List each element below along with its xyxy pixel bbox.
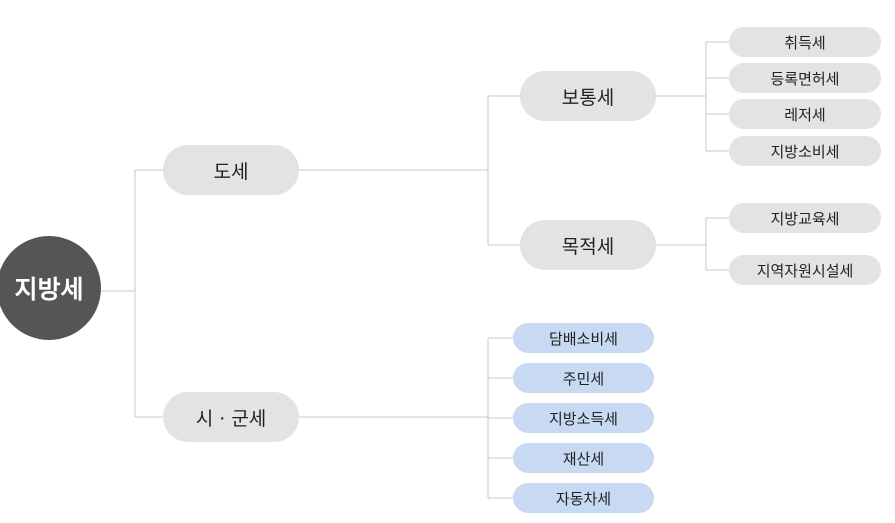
leaf-jiyeokjawonsiseolse: 지역자원시설세	[729, 255, 881, 285]
leaf-jibangsobise: 지방소비세	[729, 136, 881, 166]
blue-leaf-jaesanse: 재산세	[513, 443, 654, 473]
leaf-label: 취득세	[784, 33, 826, 52]
leaf-label: 지방교육세	[770, 209, 840, 228]
leaf-label: 레저세	[784, 105, 826, 124]
blue-leaf-dambaesobise: 담배소비세	[513, 323, 654, 353]
leaf-chwideukse: 취득세	[729, 27, 881, 57]
blue-leaf-label: 주민세	[562, 369, 605, 388]
leaf-label: 지역자원시설세	[756, 261, 854, 280]
node-dose-label: 도세	[213, 160, 249, 183]
leaf-label: 지방소비세	[770, 142, 840, 161]
leaf-rejeose: 레저세	[729, 99, 881, 129]
blue-leaf-jadongchase: 자동차세	[513, 483, 654, 513]
blue-leaf-juminse: 주민세	[513, 363, 654, 393]
root-label: 지방세	[14, 275, 84, 304]
root-node-jibangse: 지방세	[0, 236, 101, 340]
node-mokjeokse-label: 목적세	[561, 235, 615, 258]
leaf-label: 등록면허세	[770, 69, 840, 88]
node-sigunse-label: 시 · 군세	[195, 407, 267, 430]
blue-leaf-label: 지방소득세	[548, 409, 618, 428]
node-botongse: 보통세	[520, 71, 656, 121]
blue-leaf-label: 자동차세	[555, 489, 612, 508]
node-sigunse: 시 · 군세	[163, 392, 299, 442]
leaf-jibanggyoyukse: 지방교육세	[729, 203, 881, 233]
node-mokjeokse: 목적세	[520, 220, 656, 270]
blue-leaf-label: 담배소비세	[548, 329, 618, 348]
blue-leaf-jibangsodeukse: 지방소득세	[513, 403, 654, 433]
node-botongse-label: 보통세	[561, 86, 615, 109]
leaf-deungnokmyeonheose: 등록면허세	[729, 63, 881, 93]
blue-leaf-label: 재산세	[562, 449, 605, 468]
node-dose: 도세	[163, 145, 299, 195]
